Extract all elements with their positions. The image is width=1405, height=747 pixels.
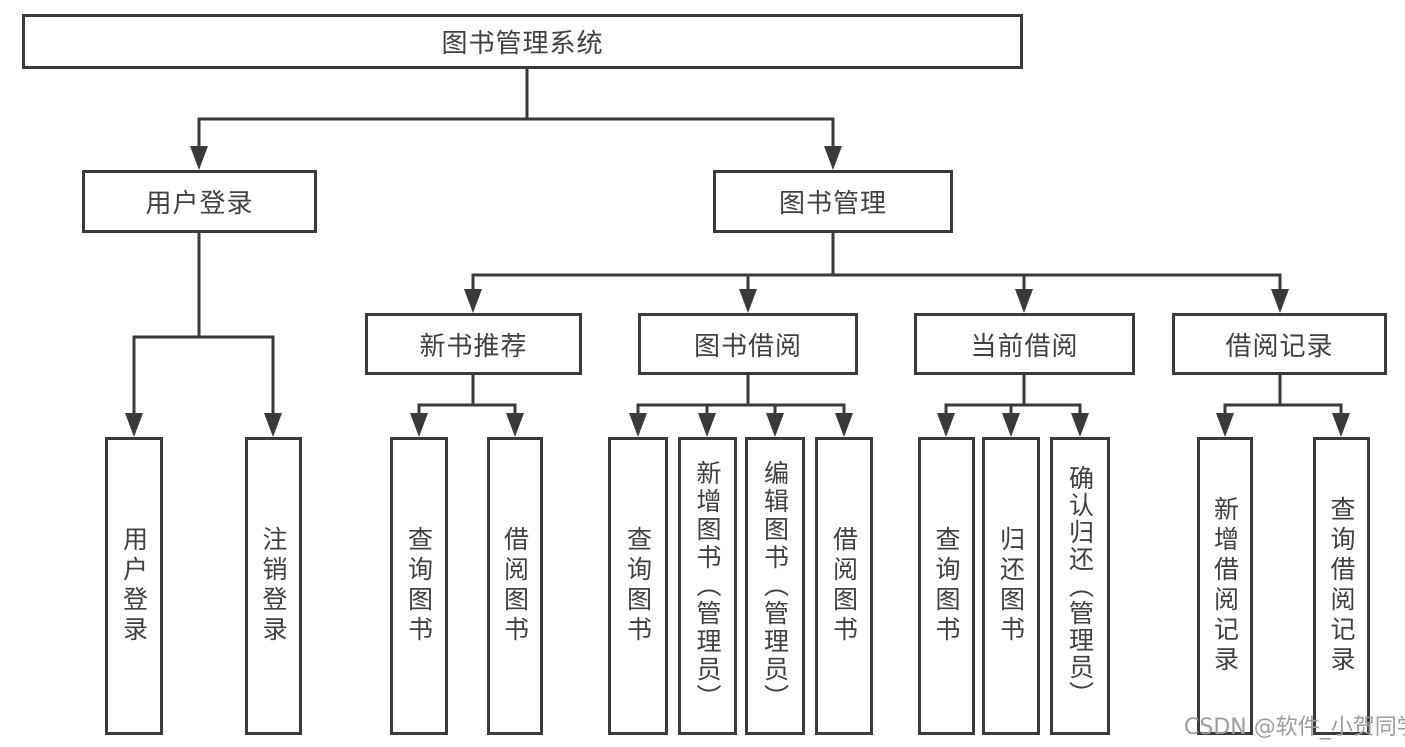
connector-newbook-bus: [417, 403, 517, 414]
connector-bookmgmt-bus: [471, 273, 1282, 290]
arrow-leaf-borrow-add: [698, 413, 716, 437]
node-new-book-recommend-label: 新书推荐: [419, 331, 528, 362]
leaf-current-confirm: 确认归还（管理员）: [1050, 437, 1110, 735]
leaf-records-query: 查询借阅记录: [1313, 437, 1370, 735]
leaf-current-query: 查询图书: [918, 437, 975, 735]
node-user-login: 用户登录: [82, 170, 317, 233]
node-borrowing-records-label: 借阅记录: [1225, 331, 1334, 362]
arrow-leaf-current-confirm: [1071, 413, 1089, 437]
arrow-leaf-user-login: [125, 413, 143, 437]
arrow-leaf-logout: [264, 413, 282, 437]
leaf-borrow-borrow-label: 借阅图书: [829, 526, 859, 646]
node-current-borrowing: 当前借阅: [914, 313, 1135, 375]
arrow-leaf-newbook-query: [410, 413, 428, 437]
connector-userlogin-bus: [132, 335, 275, 414]
node-book-borrowing-label: 图书借阅: [693, 331, 802, 362]
node-new-book-recommend: 新书推荐: [365, 313, 582, 375]
leaf-logout: 注销登录: [245, 437, 302, 735]
leaf-records-add-label: 新增借阅记录: [1210, 496, 1240, 676]
leaf-newbook-borrow-label: 借阅图书: [500, 526, 530, 646]
arrow-current-borrow: [1015, 289, 1033, 313]
leaf-user-login-label: 用户登录: [119, 526, 149, 646]
leaf-borrow-add-label: 新增图书（管理员）: [693, 460, 722, 712]
leaf-logout-label: 注销登录: [259, 526, 288, 646]
arrow-leaf-current-query: [937, 413, 955, 437]
arrow-leaf-borrow-borrow: [835, 413, 853, 437]
connector-root-bus: [197, 117, 835, 146]
leaf-records-add: 新增借阅记录: [1197, 437, 1253, 735]
node-book-management: 图书管理: [713, 170, 953, 233]
leaf-current-return: 归还图书: [982, 437, 1040, 735]
leaf-current-query-label: 查询图书: [932, 526, 961, 646]
leaf-borrow-borrow: 借阅图书: [815, 437, 873, 735]
leaf-newbook-query-label: 查询图书: [404, 526, 434, 646]
arrow-user-login: [190, 146, 208, 170]
connector-current-bus: [944, 403, 1082, 414]
leaf-current-confirm-label: 确认归还（管理员）: [1065, 464, 1095, 708]
node-borrowing-records: 借阅记录: [1172, 313, 1387, 375]
leaf-records-query-label: 查询借阅记录: [1327, 496, 1356, 676]
arrow-leaf-newbook-borrow: [506, 413, 524, 437]
arrow-leaf-borrow-query: [629, 413, 647, 437]
leaf-newbook-query: 查询图书: [390, 437, 448, 735]
connector-borrow-bus: [636, 403, 846, 414]
csdn-watermark: CSDN @软件_小贺同学: [1184, 715, 1405, 740]
leaf-borrow-query: 查询图书: [608, 437, 668, 735]
leaf-newbook-borrow: 借阅图书: [487, 437, 543, 735]
node-root-label: 图书管理系统: [441, 29, 604, 59]
arrow-leaf-borrow-edit: [766, 413, 784, 437]
connector-borrow-stubs: [705, 405, 777, 414]
arrow-leaf-current-return: [1002, 413, 1020, 437]
leaf-borrow-edit-label: 编辑图书（管理员）: [760, 460, 790, 712]
node-book-management-label: 图书管理: [778, 189, 887, 219]
arrow-borrow-records: [1271, 289, 1289, 313]
node-user-login-label: 用户登录: [145, 189, 254, 219]
leaf-borrow-add: 新增图书（管理员）: [678, 437, 737, 735]
leaf-borrow-edit: 编辑图书（管理员）: [745, 437, 805, 735]
node-book-borrowing: 图书借阅: [638, 313, 858, 375]
leaf-current-return-label: 归还图书: [996, 526, 1026, 646]
node-root: 图书管理系统: [22, 14, 1023, 69]
connector-records-bus: [1223, 403, 1343, 414]
arrow-new-book: [464, 289, 482, 313]
arrow-leaf-records-query: [1332, 413, 1350, 437]
leaf-borrow-query-label: 查询图书: [623, 526, 653, 646]
arrowheads: [125, 146, 1350, 437]
arrow-book-borrow: [739, 289, 757, 313]
arrow-book-mgmt: [824, 146, 842, 170]
leaf-user-login: 用户登录: [105, 437, 163, 735]
connector-bookmgmt-stubs: [746, 275, 1026, 290]
node-current-borrowing-label: 当前借阅: [970, 331, 1079, 362]
arrow-leaf-records-add: [1216, 413, 1234, 437]
